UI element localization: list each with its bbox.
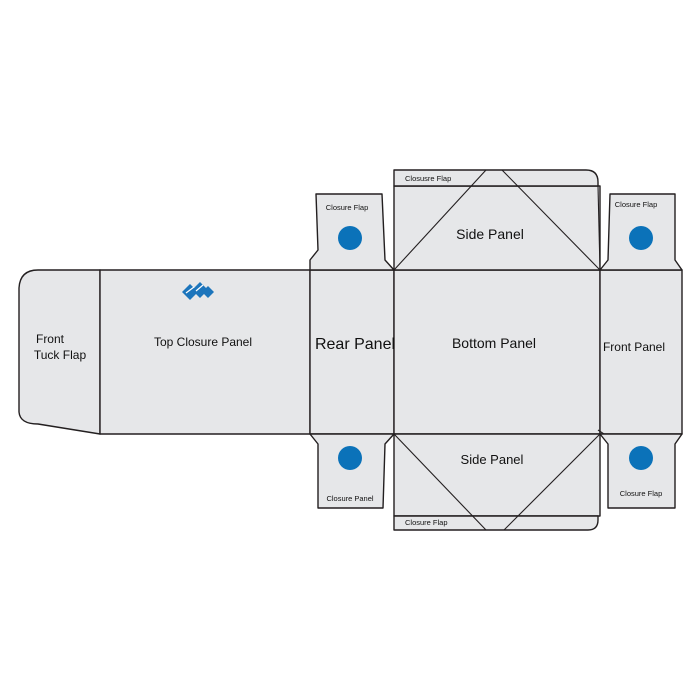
side-panel-top (393, 185, 601, 271)
circle-dot-icon (629, 226, 653, 250)
fold-line (503, 433, 601, 531)
closure-flap-bottom-right-label: Closure Flap (620, 489, 663, 498)
fold-line (393, 169, 487, 271)
bottom-panel (393, 269, 601, 435)
fold-line (501, 169, 601, 271)
fold-line (597, 429, 605, 435)
bottom-panel-label: Bottom Panel (452, 335, 536, 351)
circle-dot-icon (338, 446, 362, 470)
closure-flap-top-left-label: Closure Flap (326, 203, 369, 212)
rear-panel-label: Rear Panel (315, 336, 395, 353)
closure-flap-bottom-right (599, 433, 683, 509)
front-panel-label: Front Panel (603, 340, 665, 354)
closure-flap-bottom-left (309, 433, 395, 509)
circle-dot-icon (338, 226, 362, 250)
side-panel-top-label: Side Panel (456, 226, 524, 242)
diamond-logo-icon (182, 282, 214, 300)
closure-flap-strip-top-label: Closusre Flap (405, 174, 451, 183)
front-panel (599, 269, 683, 435)
side-panel-bottom (393, 433, 601, 517)
closure-flap-top-right-label: Closure Flap (615, 200, 658, 209)
front-tuck-flap-label: Front (36, 332, 65, 346)
fold-line (393, 433, 487, 531)
front-tuck-flap (18, 269, 101, 435)
side-panel-bottom-label: Side Panel (461, 452, 524, 467)
closure-flap-bottom-left-label: Closure Panel (326, 494, 373, 503)
closure-flap-strip-bottom (393, 515, 599, 531)
closure-flap-strip-bottom-label: Closure Flap (405, 518, 448, 527)
front-tuck-flap-label: Tuck Flap (34, 348, 87, 362)
top-closure-panel-label: Top Closure Panel (154, 335, 252, 349)
circle-dot-icon (629, 446, 653, 470)
top-closure-panel (99, 269, 311, 435)
closure-flap-strip-top (393, 169, 599, 187)
fold-line (597, 185, 601, 271)
